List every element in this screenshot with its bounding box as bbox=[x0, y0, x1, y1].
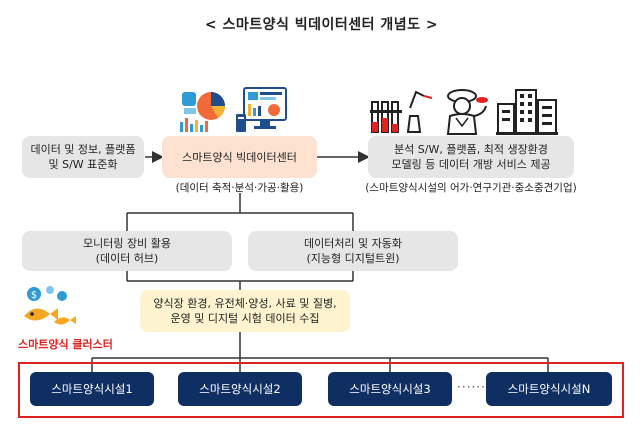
diagram-title: < 스마트양식 빅데이터센터 개념도 > bbox=[204, 17, 439, 33]
processing-line-1: 데이터처리 및 자동화 bbox=[303, 237, 403, 250]
open-service-line-2: 모델링 등 데이터 개방 서비스 제공 bbox=[391, 158, 551, 171]
bigdata-center-caption: (데이터 축적·분석·가공·활용) bbox=[175, 182, 304, 194]
cluster-label: 스마트양식 클러스터 bbox=[18, 338, 113, 351]
fisherman-icon bbox=[446, 89, 488, 135]
standardization-line-1: 데이터 및 정보, 플랫폼 bbox=[30, 143, 136, 156]
cluster-frame bbox=[18, 362, 624, 418]
data-collection-line-2: 운영 및 디지털 시험 데이터 수집 bbox=[170, 312, 320, 325]
facility-ellipsis: ······ bbox=[457, 380, 486, 394]
processing-line-2: (지능형 디지털트윈) bbox=[306, 252, 400, 265]
monitoring-line-1: 모니터링 장비 활용 bbox=[83, 237, 171, 250]
processing-box: 데이터처리 및 자동화 (지능형 디지털트윈) bbox=[248, 231, 458, 271]
standardization-line-2: 및 S/W 표준화 bbox=[48, 158, 118, 171]
city-buildings-icon bbox=[496, 89, 558, 135]
monitoring-line-2: (데이터 허브) bbox=[95, 252, 159, 265]
data-collection-box: 양식장 환경, 유전체·양성, 사료 및 질병, 운영 및 디지털 시험 데이터… bbox=[140, 290, 350, 332]
fish-coins-icon: $ bbox=[24, 286, 76, 325]
standardization-box: 데이터 및 정보, 플랫폼 및 S/W 표준화 bbox=[22, 136, 144, 178]
laboratory-icon bbox=[370, 90, 433, 133]
bigdata-center-box: 스마트양식 빅데이터센터 bbox=[162, 136, 317, 178]
bigdata-center-label: 스마트양식 빅데이터센터 bbox=[182, 150, 297, 164]
open-service-caption: (스마트양식시설의 어가·연구기관·중소중견기업) bbox=[365, 182, 577, 194]
facility-n-box: 스마트양식시설N bbox=[486, 372, 612, 406]
data-collection-line-1: 양식장 환경, 유전체·양성, 사료 및 질병, bbox=[153, 297, 337, 310]
facility-3-box: 스마트양식시설3 bbox=[328, 372, 452, 406]
facility-1-box: 스마트양식시설1 bbox=[30, 372, 154, 406]
facility-2-box: 스마트양식시설2 bbox=[178, 372, 302, 406]
analytics-icon bbox=[180, 92, 225, 132]
open-service-line-1: 분석 S/W, 플랫폼, 최적 생장환경 bbox=[394, 143, 548, 156]
svg-text:$: $ bbox=[31, 290, 37, 301]
dashboard-monitor-icon bbox=[236, 87, 287, 132]
open-service-box: 분석 S/W, 플랫폼, 최적 생장환경 모델링 등 데이터 개방 서비스 제공 bbox=[368, 136, 574, 178]
monitoring-box: 모니터링 장비 활용 (데이터 허브) bbox=[22, 231, 232, 271]
